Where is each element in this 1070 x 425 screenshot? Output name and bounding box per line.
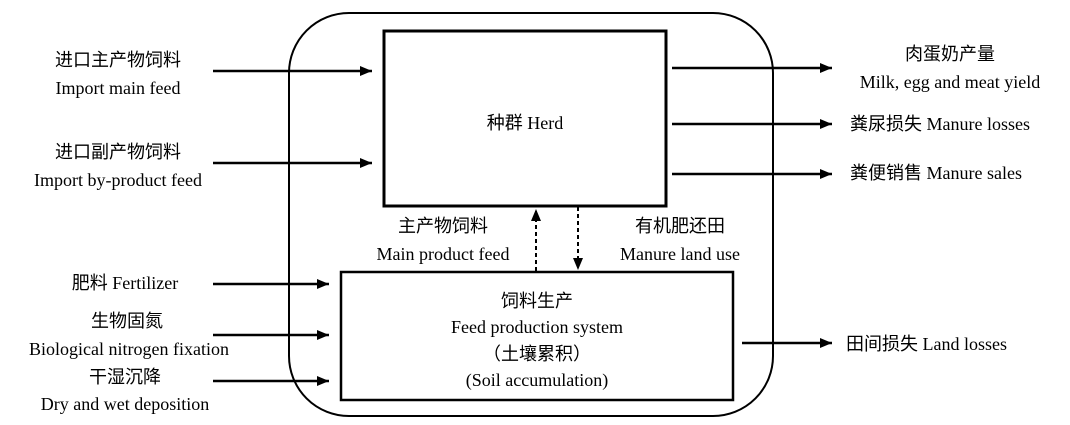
fertilizer-label: 肥料 Fertilizer: [71, 273, 179, 293]
milk-egg-meat-yield-zh: 肉蛋奶产量: [905, 44, 995, 64]
biological-nitrogen-fixation-zh: 生物固氮: [91, 311, 163, 331]
manure-sales-label: 粪便销售 Manure sales: [850, 163, 1022, 183]
land-losses-label: 田间损失 Land losses: [846, 334, 1007, 354]
feed-production-box: [339, 270, 735, 402]
manure-losses-label: 粪尿损失 Manure losses: [850, 114, 1030, 134]
main-product-feed-en: Main product feed: [376, 244, 510, 264]
dry-wet-deposition-en: Dry and wet deposition: [40, 394, 210, 414]
biological-nitrogen-fixation-en: Biological nitrogen fixation: [29, 339, 229, 359]
main-product-feed-zh: 主产物饲料: [398, 216, 488, 236]
import-byproduct-feed-en: Import by-product feed: [34, 170, 202, 190]
dry-wet-deposition-zh: 干湿沉降: [89, 367, 161, 387]
manure-land-use-zh: 有机肥还田: [635, 216, 725, 236]
milk-egg-meat-yield-en: Milk, egg and meat yield: [859, 72, 1041, 92]
soil-accumulation-label-zh: （土壤累积）: [483, 344, 591, 364]
herd-box: [382, 29, 668, 208]
import-main-feed-en: Import main feed: [55, 78, 181, 98]
manure-land-use-en: Manure land use: [620, 244, 740, 264]
system-boundary: [288, 12, 774, 417]
feed-production-label-zh: 饲料生产: [501, 291, 573, 311]
herd-label: 种群 Herd: [486, 113, 564, 133]
import-byproduct-feed-zh: 进口副产物饲料: [55, 142, 181, 162]
import-main-feed-zh: 进口主产物饲料: [55, 50, 181, 70]
feed-production-label-en: Feed production system: [451, 317, 623, 337]
soil-accumulation-label-en: (Soil accumulation): [465, 370, 609, 390]
